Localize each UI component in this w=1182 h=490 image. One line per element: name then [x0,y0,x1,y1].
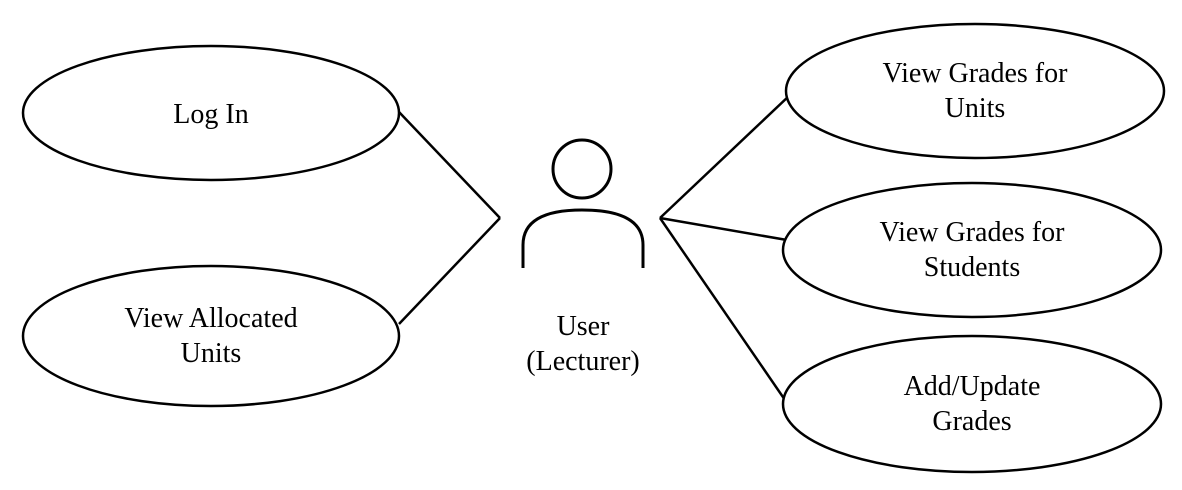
use-case-view-allocated-units: View Allocated Units [21,264,401,408]
use-case-add-update-grades-label-line1: Add/Update [904,371,1041,402]
actor-name-line1: User [557,311,611,342]
use-case-view-grades-units-label-line2: Units [945,93,1006,124]
actor-body [521,208,645,268]
use-case-login-ellipse [21,44,401,182]
association-view-allocated-units [398,217,501,325]
use-case-view-allocated-units-ellipse [21,264,401,408]
use-case-view-grades-units-ellipse [784,22,1166,160]
use-case-add-update-grades: Add/Update Grades [781,334,1163,474]
use-case-view-allocated-units-label-line2: Units [181,338,242,369]
association-add-update-grades [658,217,787,401]
use-case-view-grades-students-label-line2: Students [924,252,1020,283]
use-case-view-allocated-units-label-line1: View Allocated [124,303,297,334]
use-case-add-update-grades-ellipse [781,334,1163,474]
association-view-grades-units [659,94,791,219]
use-case-view-grades-students-ellipse [781,181,1163,319]
association-view-grades-students [659,216,788,242]
person-icon [521,138,645,268]
use-case-view-grades-students: View Grades for Students [781,181,1163,319]
actor-name-line2: (Lecturer) [526,346,639,377]
use-case-view-grades-units-label-line1: View Grades for [883,58,1069,89]
use-case-login-label: Log In [173,99,248,130]
use-case-add-update-grades-label-line2: Grades [932,406,1011,437]
actor-head [551,138,613,200]
use-case-view-grades-students-label-line1: View Grades for [880,217,1066,248]
use-case-view-grades-units: View Grades for Units [784,22,1166,160]
association-login [398,111,501,219]
use-case-login: Log In [21,44,401,182]
actor-user: User (Lecturer) [521,138,645,377]
